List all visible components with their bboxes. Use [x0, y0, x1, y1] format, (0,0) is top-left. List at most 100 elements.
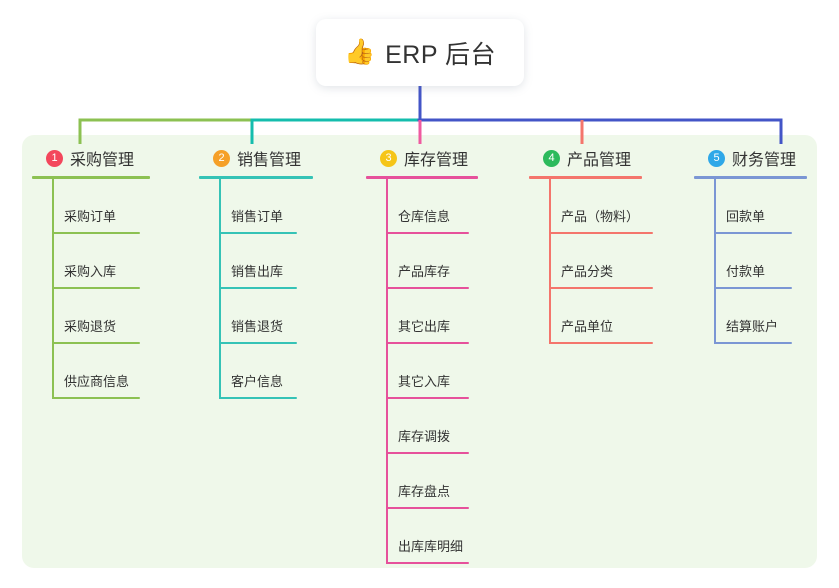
- leaf-label: 结算账户: [726, 319, 779, 334]
- leaf-rule: [219, 287, 297, 289]
- leaf-rule: [219, 232, 297, 234]
- branch-column: 4 产品管理产品（物料） 产品分类产品单位: [529, 146, 653, 344]
- leaf-rule: [386, 342, 469, 344]
- leaf-label: 采购退货: [64, 319, 117, 334]
- branch-leaf-list: 销售订单销售出库销售退货客户信息: [199, 179, 313, 399]
- leaf-label: 供应商信息: [64, 374, 130, 389]
- leaf-rule: [386, 397, 469, 399]
- leaf-node[interactable]: 其它出库: [386, 289, 478, 344]
- branch-header[interactable]: 5 财务管理: [694, 146, 807, 170]
- leaf-rule: [714, 232, 792, 234]
- branch-header[interactable]: 2 销售管理: [199, 146, 313, 170]
- leaf-label: 回款单: [726, 209, 766, 224]
- leaf-label: 采购订单: [64, 209, 117, 224]
- branch-index-badge: 3: [380, 149, 397, 167]
- leaf-label: 产品库存: [398, 264, 451, 279]
- branch-header[interactable]: 4 产品管理: [529, 146, 642, 170]
- branch-label: 采购管理: [70, 152, 135, 169]
- leaf-label: 库存调拨: [398, 429, 451, 444]
- leaf-rule: [386, 232, 469, 234]
- leaf-label: 仓库信息: [398, 209, 451, 224]
- leaf-label: 采购入库: [64, 264, 117, 279]
- branch-column: 1 采购管理采购订单采购入库采购退货供应商信息: [32, 146, 150, 399]
- leaf-node[interactable]: 回款单: [714, 179, 807, 234]
- leaf-node[interactable]: 客户信息: [219, 344, 313, 399]
- leaf-label: 销售退货: [231, 319, 284, 334]
- leaf-node[interactable]: 采购入库: [52, 234, 150, 289]
- leaf-label: 付款单: [726, 264, 766, 279]
- branch-label: 库存管理: [404, 152, 469, 169]
- leaf-label: 产品（物料）: [561, 209, 640, 224]
- leaf-rule: [219, 342, 297, 344]
- branch-label: 销售管理: [237, 152, 302, 169]
- branch-label: 产品管理: [567, 152, 632, 169]
- leaf-node[interactable]: 付款单: [714, 234, 807, 289]
- branch-index-badge: 4: [543, 149, 560, 167]
- branch-header[interactable]: 1 采购管理: [32, 146, 150, 170]
- branch-rule: [366, 176, 478, 179]
- branch-rule: [32, 176, 150, 179]
- leaf-label: 其它出库: [398, 319, 451, 334]
- leaf-node[interactable]: 结算账户: [714, 289, 807, 344]
- branch-leaf-list: 产品（物料） 产品分类产品单位: [529, 179, 653, 344]
- leaf-rule: [52, 287, 140, 289]
- leaf-node[interactable]: 产品库存: [386, 234, 478, 289]
- leaf-rule: [52, 342, 140, 344]
- branch-index-badge: 2: [213, 149, 230, 167]
- leaf-rule: [549, 232, 653, 234]
- leaf-rule: [714, 287, 792, 289]
- branch-header[interactable]: 3 库存管理: [366, 146, 478, 170]
- leaf-label: 销售出库: [231, 264, 284, 279]
- leaf-rule: [52, 232, 140, 234]
- branch-spine: [219, 179, 221, 399]
- leaf-node[interactable]: 产品（物料）: [549, 179, 653, 234]
- leaf-rule: [549, 342, 653, 344]
- branch-rule: [694, 176, 807, 179]
- leaf-node[interactable]: 库存盘点: [386, 454, 478, 509]
- branch-leaf-list: 采购订单采购入库采购退货供应商信息: [32, 179, 150, 399]
- leaf-rule: [714, 342, 792, 344]
- leaf-rule: [386, 452, 469, 454]
- leaf-rule: [549, 287, 653, 289]
- leaf-node[interactable]: 销售出库: [219, 234, 313, 289]
- leaf-node[interactable]: 库存调拨: [386, 399, 478, 454]
- leaf-node[interactable]: 采购退货: [52, 289, 150, 344]
- leaf-node[interactable]: 销售订单: [219, 179, 313, 234]
- leaf-node[interactable]: 产品单位: [549, 289, 653, 344]
- branch-index-badge: 1: [46, 149, 63, 167]
- branch-rule: [529, 176, 642, 179]
- branch-spine: [386, 179, 388, 564]
- branch-column: 2 销售管理销售订单销售出库销售退货客户信息: [199, 146, 313, 399]
- branch-label: 财务管理: [732, 152, 797, 169]
- leaf-node[interactable]: 产品分类: [549, 234, 653, 289]
- leaf-node[interactable]: 其它入库: [386, 344, 478, 399]
- leaf-rule: [386, 507, 469, 509]
- leaf-label: 产品分类: [561, 264, 614, 279]
- leaf-label: 产品单位: [561, 319, 614, 334]
- branch-leaf-list: 仓库信息产品库存其它出库其它入库库存调拨库存盘点出库库明细: [366, 179, 478, 564]
- leaf-label: 库存盘点: [398, 484, 451, 499]
- branch-column: 5 财务管理回款单付款单结算账户: [694, 146, 807, 344]
- root-node[interactable]: 👍 ERP 后台: [316, 19, 524, 86]
- branch-rule: [199, 176, 313, 179]
- leaf-node[interactable]: 出库库明细: [386, 509, 478, 564]
- leaf-label: 销售订单: [231, 209, 284, 224]
- branch-spine: [52, 179, 54, 399]
- root-title: ERP 后台: [385, 40, 497, 69]
- leaf-node[interactable]: 采购订单: [52, 179, 150, 234]
- leaf-rule: [219, 397, 297, 399]
- branch-spine: [714, 179, 716, 344]
- leaf-node[interactable]: 供应商信息: [52, 344, 150, 399]
- leaf-label: 出库库明细: [398, 539, 464, 554]
- leaf-label: 客户信息: [231, 374, 284, 389]
- leaf-rule: [52, 397, 140, 399]
- leaf-rule: [386, 287, 469, 289]
- branch-spine: [549, 179, 551, 344]
- leaf-rule: [386, 562, 469, 564]
- thumbs-up-icon: 👍: [343, 38, 376, 66]
- leaf-node[interactable]: 仓库信息: [386, 179, 478, 234]
- leaf-node[interactable]: 销售退货: [219, 289, 313, 344]
- branch-leaf-list: 回款单付款单结算账户: [694, 179, 807, 344]
- branch-index-badge: 5: [708, 149, 725, 167]
